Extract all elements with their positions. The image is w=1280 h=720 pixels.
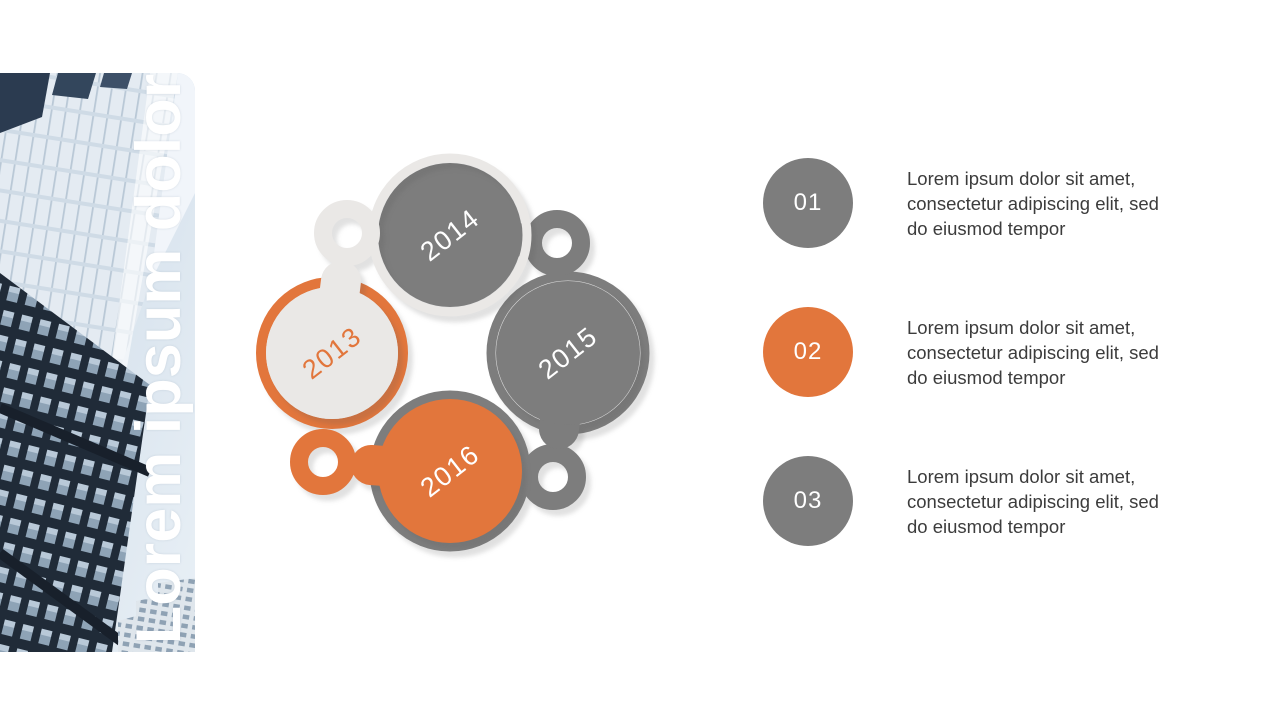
photo-dark-window-2 — [52, 73, 96, 99]
item-02-badge: 02 — [763, 307, 853, 397]
item-02-text: Lorem ipsum dolor sit amet, consectetur … — [907, 316, 1159, 388]
unit-2015-loop — [520, 444, 586, 510]
photo-dark-window-1 — [0, 73, 50, 133]
item-01-text: Lorem ipsum dolor sit amet, consectetur … — [907, 167, 1159, 239]
photo-glass-right — [150, 73, 195, 283]
cycle-diagram: 2013 2014 2015 2016 — [256, 153, 650, 552]
photo-dark-facade — [0, 273, 150, 652]
unit-2014-loop — [524, 210, 590, 276]
building-photo-art — [0, 73, 195, 652]
photo-small-building — [118, 578, 195, 652]
item-03-text: Lorem ipsum dolor sit amet, consectetur … — [907, 465, 1159, 537]
unit-2014-circle — [378, 163, 522, 307]
photo-highlight — [106, 73, 178, 403]
item-03-badge: 03 — [763, 456, 853, 546]
diagram-unit-2013 — [266, 153, 532, 419]
unit-2013-circle — [266, 287, 398, 419]
photo-dark-window-3 — [100, 73, 132, 89]
item-01-badge: 01 — [763, 158, 853, 248]
item-02-number: 02 — [793, 338, 823, 365]
diagram-unit-2014 — [378, 163, 650, 435]
diagram-unit-2016 — [256, 277, 522, 543]
slide-title: Lorem ipsum dolor — [124, 73, 194, 645]
unit-2013-loop — [314, 200, 380, 266]
list-item-02: 02 Lorem ipsum dolor sit amet, consectet… — [763, 307, 1169, 397]
building-photo: Lorem ipsum dolor — [0, 73, 195, 652]
unit-2016-circle — [378, 399, 522, 543]
photo-facade-beam-1 — [0, 403, 152, 477]
unit-2015-circle — [496, 281, 640, 425]
item-01-number: 01 — [793, 189, 823, 216]
list-item-03: 03 Lorem ipsum dolor sit amet, consectet… — [763, 456, 1169, 546]
list-item-01: 01 Lorem ipsum dolor sit amet, consectet… — [763, 158, 1169, 248]
photo-facade-beam-2 — [0, 548, 136, 652]
diagram-unit-2015 — [369, 281, 640, 552]
unit-2016-loop — [290, 429, 356, 495]
item-03-number: 03 — [793, 487, 823, 514]
